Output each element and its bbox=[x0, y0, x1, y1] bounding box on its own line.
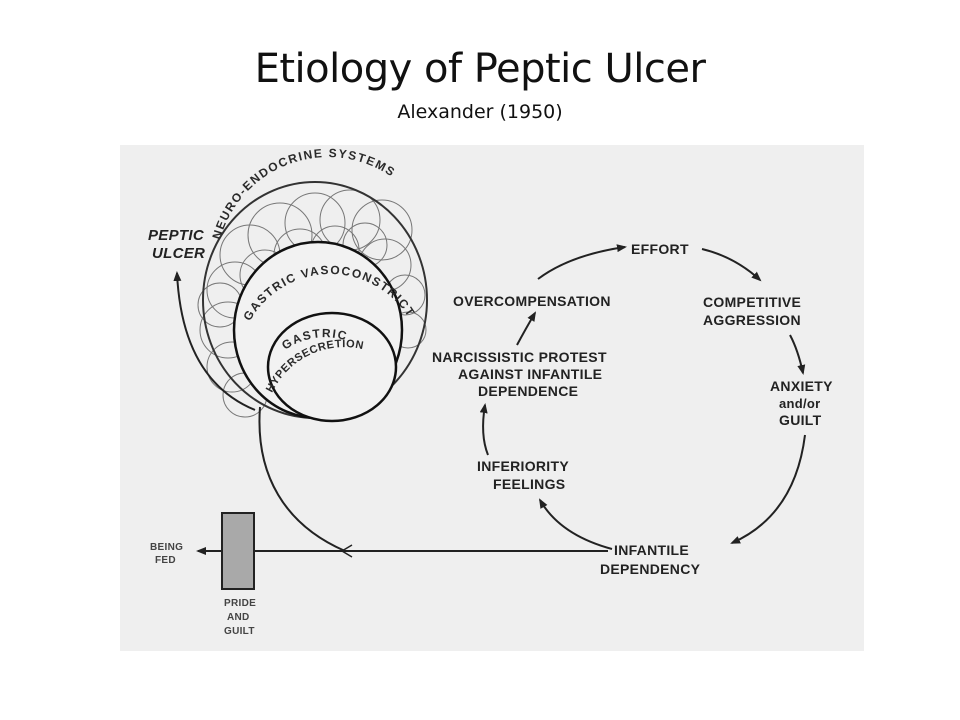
arrow-competitive-to-anxiety bbox=[789, 334, 806, 375]
pride-guilt-barrier bbox=[221, 512, 255, 590]
slide-subtitle: Alexander (1950) bbox=[397, 101, 563, 123]
dependency-to-circles-path bbox=[258, 406, 346, 552]
aggression-label: AGGRESSION bbox=[703, 312, 801, 328]
inferiority-label: INFERIORITY bbox=[477, 458, 569, 474]
pride-label: PRIDE bbox=[224, 598, 256, 609]
dependency-label: DEPENDENCY bbox=[600, 561, 701, 577]
and-label: AND bbox=[227, 612, 250, 623]
narcissistic-label-2: AGAINST INFANTILE bbox=[458, 366, 602, 382]
peptic-label: PEPTIC bbox=[148, 227, 205, 244]
hypersecretion-circle bbox=[266, 311, 398, 423]
diagram-svg: NEURO-ENDOCRINE SYSTEMS GASTRIC VASOCONS… bbox=[120, 145, 833, 637]
baseline-arrowhead bbox=[340, 544, 353, 558]
infantile-label: INFANTILE bbox=[614, 542, 689, 558]
guilt-label: GUILT bbox=[224, 626, 255, 637]
effort-label: EFFORT bbox=[631, 241, 689, 257]
fed-label: FED bbox=[155, 555, 176, 566]
arrow-inferiority-to-narcissistic bbox=[479, 403, 489, 456]
arrow-narcissistic-to-overcomp bbox=[516, 311, 537, 346]
being-label: BEING bbox=[150, 542, 183, 553]
arrow-effort-to-competitive bbox=[701, 248, 762, 282]
ulcer-arrow bbox=[173, 271, 256, 411]
feelings-label: FEELINGS bbox=[493, 476, 565, 492]
anxiety-label: ANXIETY bbox=[770, 378, 833, 394]
slide-title: Etiology of Peptic Ulcer bbox=[254, 46, 706, 92]
narcissistic-label-1: NARCISSISTIC PROTEST bbox=[432, 349, 607, 365]
arrow-infantile-to-inferiority bbox=[539, 498, 613, 550]
arrow-overcomp-to-effort bbox=[537, 244, 627, 280]
ulcer-label: ULCER bbox=[152, 245, 205, 262]
guilt-anxiety-label: GUILT bbox=[779, 412, 822, 428]
neuro-endocrine-label: NEURO-ENDOCRINE SYSTEMS bbox=[209, 146, 398, 241]
overcompensation-label: OVERCOMPENSATION bbox=[453, 293, 611, 309]
arrow-anxiety-to-infantile bbox=[730, 434, 806, 544]
competitive-label: COMPETITIVE bbox=[703, 294, 801, 310]
narcissistic-label-3: DEPENDENCE bbox=[478, 383, 578, 399]
and-or-label: and/or bbox=[779, 396, 821, 411]
diagram-figure: NEURO-ENDOCRINE SYSTEMS GASTRIC VASOCONS… bbox=[120, 145, 864, 651]
